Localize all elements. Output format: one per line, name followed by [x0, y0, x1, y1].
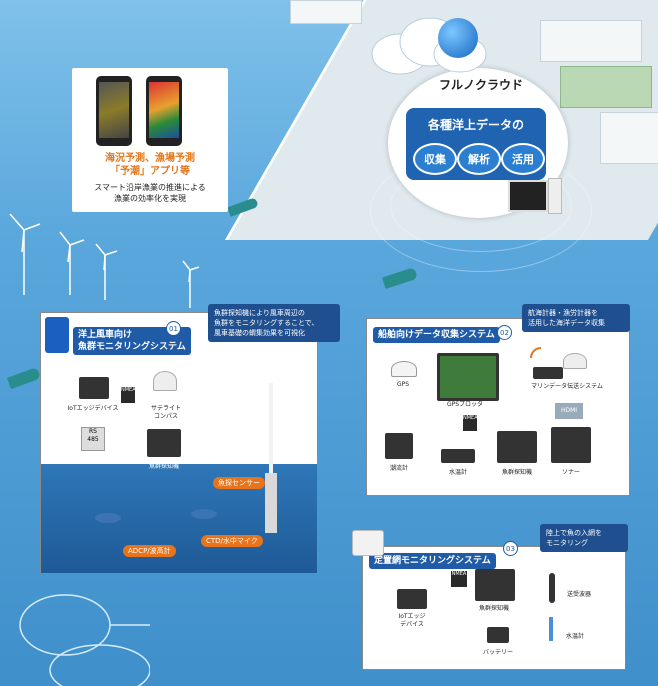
cloud-name: フルノクラウド — [438, 78, 523, 92]
buoy-icon — [45, 317, 69, 353]
fish-finder-icon — [147, 429, 181, 457]
fish-finder-label: 魚群探知機 — [478, 605, 509, 612]
fish-school — [191, 509, 217, 519]
wind-turbines-background — [9, 213, 200, 308]
fish-finder-label: 魚群探知機 — [501, 469, 532, 476]
battery-icon — [487, 627, 509, 643]
sonar-icon — [551, 427, 591, 463]
nmea-converter-icon: NMEA — [463, 415, 478, 431]
gps-plotter-label: GPSプロッタ — [446, 401, 484, 408]
nmea-converter-icon: NMEA — [121, 387, 136, 403]
water-temp-meter-icon — [441, 449, 475, 463]
antenna-icon — [563, 353, 587, 369]
monitor-icon — [508, 180, 548, 212]
water-temp-sensor-icon — [549, 617, 553, 641]
collect-badge: 収集 — [413, 143, 457, 175]
tide-meter-label: 潮流計 — [389, 465, 408, 472]
panel3-number: 03 — [503, 541, 518, 556]
marine-data-transmitter-icon — [533, 367, 563, 379]
fish-sensor-label: 魚探センサー — [213, 477, 265, 489]
panel1-title: 洋上風車向け 魚群モニタリングシステム — [73, 327, 191, 355]
cloud-heading: 各種洋上データの — [427, 118, 524, 132]
battery-label: バッテリー — [482, 649, 513, 656]
panel-fixed-net: 定置網モニタリングシステム 03 IoTエッジ デバイス NMEA 魚群探知機 … — [362, 541, 626, 670]
utilize-badge: 活用 — [501, 143, 545, 175]
panel3-note: 陸上で魚の入網を モニタリング — [540, 524, 628, 552]
smartphone-icon — [146, 76, 182, 146]
fixed-net — [19, 594, 150, 686]
panel-offshore-wind: 洋上風車向け 魚群モニタリングシステム 01 IoTエッジデバイス RS 485… — [40, 312, 318, 574]
sonar-label: ソナー — [561, 469, 580, 476]
cloud-icon — [371, 17, 487, 75]
satellite-compass-label: サテライト コンパス — [150, 405, 181, 420]
server-icon — [548, 178, 562, 214]
fish-finder-label: 魚群探知機 — [148, 463, 179, 470]
hdmi-arrow: HDMI — [555, 403, 583, 419]
water-temp-label: 水温計 — [448, 469, 467, 476]
warehouse-building — [560, 66, 652, 108]
smartphone-icon — [96, 76, 132, 146]
ctd-label: CTD/水中マイク — [201, 535, 263, 547]
fish-finder-icon — [475, 569, 515, 601]
panel1-number: 01 — [166, 321, 181, 336]
panel2-title: 船舶向けデータ収集システム — [373, 327, 500, 343]
panel-vessel-data: 船舶向けデータ収集システム 02 GPS GPSプロッタ マリンデータ伝送システ… — [366, 318, 630, 496]
satellite-compass-icon — [153, 371, 177, 391]
globe-icon — [438, 18, 478, 58]
transducer-icon — [549, 573, 555, 603]
adcp-label: ADCP/波高計 — [123, 545, 176, 557]
wind-turbine-tower — [269, 383, 273, 493]
app-card: 海況予測、漁場予測 「予潮」アプリ等 スマート沿岸漁業の推進による 漁業の効率化… — [72, 68, 228, 212]
panel2-note: 航海計器・漁労計器を 活用した海洋データ収集 — [522, 304, 630, 332]
analyze-badge: 解析 — [457, 143, 501, 175]
iot-label: IoTエッジデバイス — [67, 405, 119, 412]
fish-school — [95, 513, 121, 523]
tide-meter-icon — [385, 433, 413, 459]
panel2-number: 02 — [497, 325, 512, 340]
panel1-note: 魚群探知機により風車周辺の 魚群をモニタリングすることで、 風車基礎の蝟集効果を… — [208, 304, 340, 342]
gps-label: GPS — [396, 381, 410, 388]
fish-finder-icon — [497, 431, 537, 463]
app-title: 海況予測、漁場予測 「予潮」アプリ等 — [105, 153, 195, 177]
panel3-title: 定置網モニタリングシステム — [369, 553, 496, 569]
warehouse-building — [600, 112, 658, 164]
iot-edge-device-icon — [79, 377, 109, 399]
gps-antenna-icon — [391, 361, 417, 377]
turbine-foundation — [265, 473, 277, 533]
rs485-label: RS 485 — [81, 427, 105, 451]
marine-data-label: マリンデータ伝送システム — [531, 383, 603, 390]
water-temp-label: 水温計 — [565, 633, 584, 640]
warehouse-building — [540, 20, 642, 62]
nmea-converter-icon: NMEA — [451, 571, 467, 587]
app-subtitle: スマート沿岸漁業の推進による 漁業の効率化を実現 — [94, 183, 206, 203]
gps-plotter-icon — [437, 353, 499, 401]
iot-label: IoTエッジ デバイス — [398, 613, 426, 628]
buoy-icon — [352, 530, 384, 556]
transducer-label: 送受波器 — [566, 591, 591, 598]
iot-edge-device-icon — [397, 589, 427, 609]
wireless-signal-icon — [529, 345, 543, 359]
pier-building — [290, 0, 362, 24]
